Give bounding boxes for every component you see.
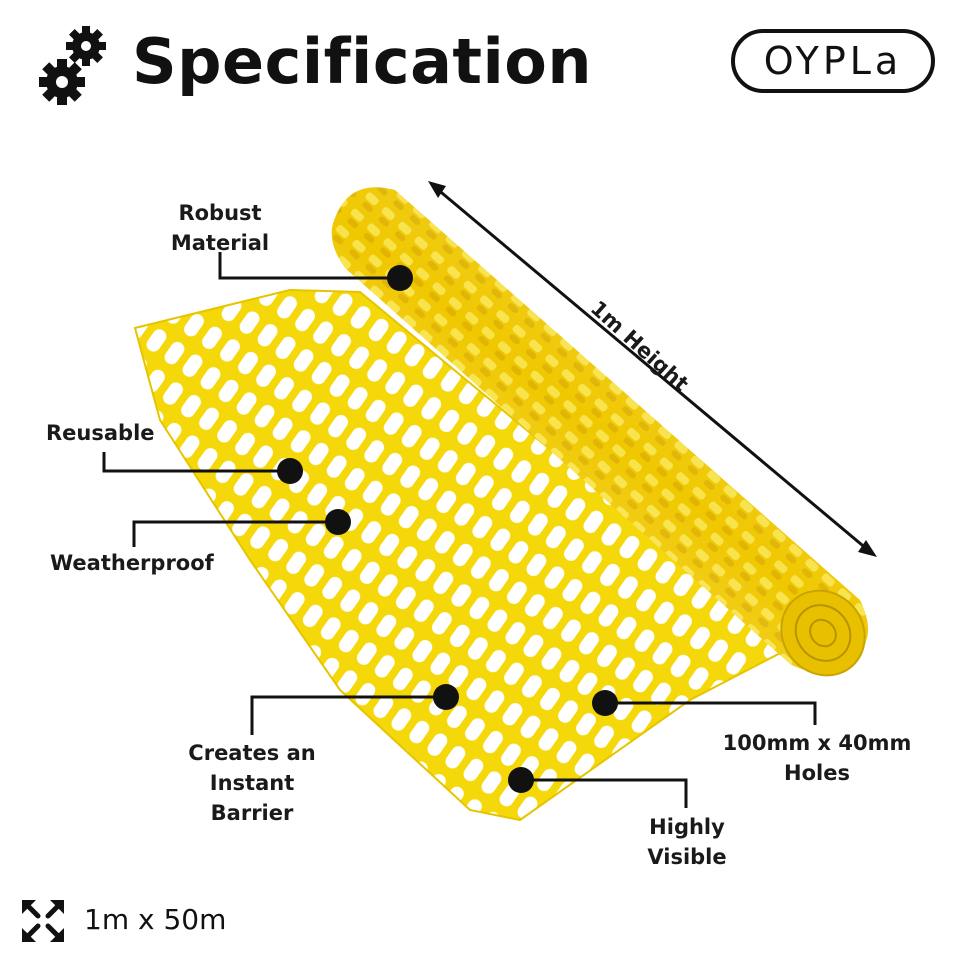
label-hole-size: 100mm x 40mm Holes (722, 731, 912, 785)
callout-dot-holes (592, 690, 618, 716)
label-instant-barrier: Creates an Instant Barrier (188, 741, 316, 825)
label-robust-material: Robust Material (170, 201, 270, 255)
page-title: Specification (132, 25, 593, 98)
callout-dot-visible (508, 767, 534, 793)
size-text: 1m x 50m (84, 903, 227, 936)
logo-text: OYPLa (764, 39, 902, 83)
callout-dot-reusable (277, 458, 303, 484)
label-reusable: Reusable (46, 421, 155, 445)
callout-line-barrier (250, 695, 446, 735)
expand-arrows-icon (22, 900, 64, 942)
callout-dot-weatherproof (325, 509, 351, 535)
mesh-sheet (133, 288, 792, 822)
height-dimension-arrow (428, 181, 877, 557)
callout-line-reusable (102, 452, 290, 473)
label-highly-visible: Highly Visible (647, 815, 727, 869)
callout-line-holes (605, 701, 817, 725)
brand-logo: OYPLa (731, 29, 935, 93)
gears-icon (39, 26, 106, 105)
callout-dot-robust (387, 265, 413, 291)
callout-line-robust (218, 252, 400, 280)
label-weatherproof: Weatherproof (50, 551, 214, 575)
callout-line-weatherproof (132, 520, 338, 547)
callout-line-visible (521, 778, 688, 808)
callout-dot-barrier (433, 684, 459, 710)
mesh-roll (331, 187, 869, 677)
